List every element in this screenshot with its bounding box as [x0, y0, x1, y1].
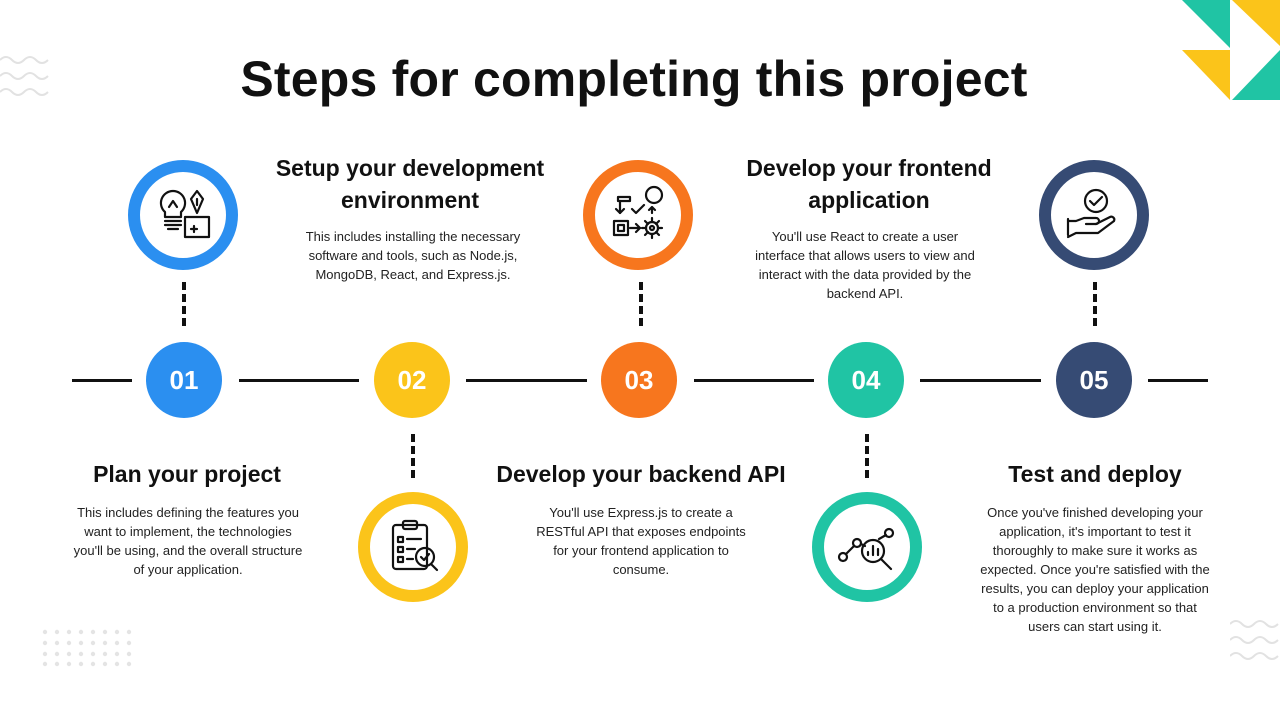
dashed-connector — [639, 282, 643, 326]
step-description-01: This includes defining the features you … — [73, 505, 303, 577]
dashed-connector — [411, 434, 415, 478]
step-title-05: Test and deploy — [1008, 461, 1182, 487]
wave-decoration-bottom-right — [1230, 620, 1279, 660]
page-title: Steps for completing this project — [240, 51, 1028, 107]
step-title-03: Develop your backend API — [496, 461, 786, 487]
step-number-02: 02 — [374, 342, 450, 418]
dot-grid-decoration — [42, 629, 132, 667]
timeline-segment — [466, 379, 587, 382]
step-number-03: 03 — [601, 342, 677, 418]
step-icon-ring-01 — [128, 160, 238, 270]
step-number-01: 01 — [146, 342, 222, 418]
step-description-04: You'll use React to create a user interf… — [755, 229, 975, 301]
step-title-01: Plan your project — [93, 461, 281, 487]
wave-decoration-top-left — [0, 56, 49, 96]
step-icon-ring-04 — [812, 492, 922, 602]
timeline-segment — [1148, 379, 1208, 382]
step-description-03: You'll use Express.js to create a RESTfu… — [536, 505, 746, 577]
dashed-connector — [865, 434, 869, 478]
timeline-segment — [694, 379, 814, 382]
step-icon-ring-02 — [358, 492, 468, 602]
clipboard-check-icon — [391, 519, 439, 572]
dashed-connector — [1093, 282, 1097, 326]
step-description-05: Once you've finished developing your app… — [980, 505, 1210, 634]
triangle-decoration-top-right — [1182, 0, 1280, 100]
step-number-04: 04 — [828, 342, 904, 418]
analytics-magnifier-icon — [837, 527, 895, 571]
workflow-gear-icon — [612, 185, 664, 240]
timeline-segment — [239, 379, 359, 382]
step-description-02: This includes installing the necessary s… — [305, 229, 521, 282]
timeline-segment — [72, 379, 132, 382]
step-title-02: Setup your development environment — [275, 155, 545, 213]
step-number-05: 05 — [1056, 342, 1132, 418]
dashed-connector — [182, 282, 186, 326]
step-title-04: Develop your frontend application — [746, 155, 992, 213]
hand-check-icon — [1066, 188, 1116, 239]
lightbulb-pen-icon — [159, 189, 211, 239]
timeline-segment — [920, 379, 1041, 382]
step-icon-ring-03 — [583, 160, 693, 270]
step-icon-ring-05 — [1039, 160, 1149, 270]
